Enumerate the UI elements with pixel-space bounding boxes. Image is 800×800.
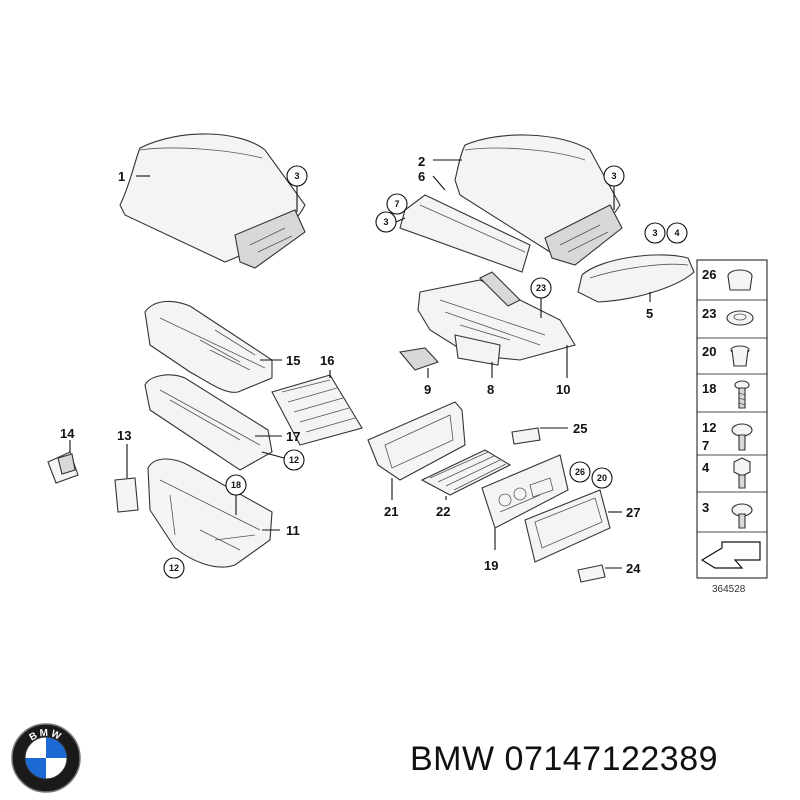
fastener-4-icon — [733, 457, 751, 489]
arrow-icon — [700, 541, 761, 569]
callout-15: 15 — [286, 353, 300, 368]
part-lid-pad — [399, 194, 531, 273]
callout-3-a: 3 — [294, 171, 299, 181]
part-console-frame — [144, 374, 273, 471]
callout-23: 23 — [536, 283, 546, 293]
fastener-label-4: 4 — [702, 460, 710, 475]
fastener-label-20: 20 — [702, 344, 716, 359]
part-control-panel-19 — [481, 454, 569, 529]
fastener-label-7: 7 — [702, 438, 709, 453]
bmw-logo: BMW — [11, 723, 81, 793]
callout-4: 4 — [674, 228, 679, 238]
fastener-label-26: 26 — [702, 267, 716, 282]
callout-12-b: 12 — [169, 563, 179, 573]
fastener-label-3: 3 — [702, 500, 709, 515]
part-console-lower — [147, 458, 273, 568]
fasteners-panel: 26 23 20 18 12 7 4 3 — [696, 259, 768, 579]
callout-8: 8 — [487, 382, 494, 397]
part-console-upper — [144, 300, 273, 393]
part-small-lid — [577, 254, 695, 303]
part-tray-22 — [420, 449, 512, 496]
callout-22: 22 — [436, 504, 450, 519]
callout-13: 13 — [117, 428, 131, 443]
part-armrest-lid-left — [119, 133, 306, 269]
fastener-label-18: 18 — [702, 381, 716, 396]
callout-20: 20 — [597, 473, 607, 483]
part-clip-9 — [398, 347, 439, 371]
callout-14: 14 — [60, 426, 75, 441]
part-number-caption: BMW 07147122389 — [410, 740, 719, 778]
part-tray-mat — [271, 374, 363, 446]
callout-3-b: 3 — [383, 217, 388, 227]
callout-11: 11 — [286, 523, 300, 538]
fastener-18-icon — [734, 380, 750, 409]
fastener-3-icon — [731, 503, 753, 529]
bmw-logo-letters: BMW — [28, 728, 62, 744]
part-armrest-lid-right — [454, 134, 623, 266]
callout-27: 27 — [626, 505, 640, 520]
callout-17: 17 — [286, 429, 300, 444]
callout-7: 7 — [394, 199, 399, 209]
callout-9: 9 — [424, 382, 431, 397]
callout-19: 19 — [484, 558, 498, 573]
part-frame-27 — [524, 489, 611, 563]
callout-12-a: 12 — [289, 455, 299, 465]
callout-24: 24 — [626, 561, 641, 576]
fastener-26-icon — [727, 269, 753, 291]
callout-26: 26 — [575, 467, 585, 477]
fastener-label-12: 12 — [702, 420, 716, 435]
fastener-20-icon — [730, 345, 750, 367]
fastener-label-23: 23 — [702, 306, 716, 321]
callout-21: 21 — [384, 504, 398, 519]
callout-3-d: 3 — [652, 228, 657, 238]
fastener-12-7-icon — [731, 423, 753, 451]
fastener-23-icon — [726, 310, 754, 326]
part-14-clip — [47, 451, 79, 484]
callout-6: 6 — [418, 169, 425, 184]
part-25 — [511, 427, 541, 445]
callout-10: 10 — [556, 382, 570, 397]
part-24 — [577, 564, 606, 583]
callout-16: 16 — [320, 353, 334, 368]
diagram-reference-number: 364528 — [712, 584, 746, 595]
callout-18: 18 — [231, 480, 241, 490]
part-hinge-bracket — [417, 271, 576, 366]
callout-2: 2 — [418, 154, 425, 169]
callout-5: 5 — [646, 306, 653, 321]
part-13-cover — [114, 477, 139, 513]
part-bezel-21 — [367, 401, 466, 481]
callout-1: 1 — [118, 169, 125, 184]
callout-25: 25 — [573, 421, 587, 436]
svg-text:BMW: BMW — [28, 728, 64, 744]
callout-3-c: 3 — [611, 171, 616, 181]
